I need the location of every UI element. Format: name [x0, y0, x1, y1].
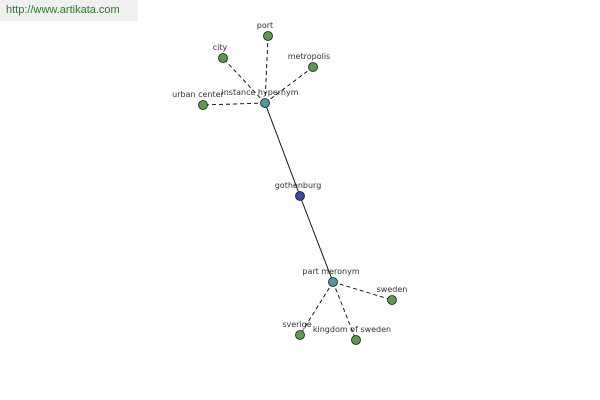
node-port[interactable] — [263, 31, 273, 41]
node-label-sverige: sverige — [282, 320, 311, 329]
edge-gothenburg-part-meronym — [299, 195, 334, 283]
node-label-port: port — [257, 21, 273, 30]
node-metropolis[interactable] — [308, 62, 318, 72]
node-label-sweden: sweden — [377, 285, 408, 294]
edge-part-meronym-sweden — [332, 281, 393, 301]
edge-part-meronym-kingdom-of-sweden — [332, 281, 357, 341]
node-part-meronym[interactable] — [328, 277, 338, 287]
node-city[interactable] — [218, 53, 228, 63]
node-urban-center[interactable] — [198, 100, 208, 110]
node-label-gothenburg: gothenburg — [275, 181, 322, 190]
node-sverige[interactable] — [295, 330, 305, 340]
node-sweden[interactable] — [387, 295, 397, 305]
node-label-kingdom-of-sweden: kingdom of sweden — [313, 325, 391, 334]
labels-layer: city port metropolis urban center sweden sver… — [172, 21, 407, 334]
node-label-urban-center: urban center — [172, 90, 224, 99]
edge-instance-hypernym-city — [222, 57, 266, 104]
nodes-layer — [198, 31, 397, 345]
edges-layer — [202, 35, 393, 341]
watermark-url[interactable]: http://www.artikata.com — [0, 0, 138, 21]
edge-instance-hypernym-metropolis — [264, 66, 314, 104]
edge-part-meronym-sverige — [299, 281, 334, 336]
node-label-instance-hypernym: instance hypernym — [222, 88, 299, 97]
node-label-part-meronym: part meronym — [302, 267, 359, 276]
node-kingdom-of-sweden[interactable] — [351, 335, 361, 345]
node-label-metropolis: metropolis — [288, 52, 330, 61]
node-label-city: city — [213, 43, 228, 52]
edge-instance-hypernym-urban-center — [202, 102, 266, 106]
node-gothenburg[interactable] — [295, 191, 305, 201]
edge-gothenburg-instance-hypernym — [264, 102, 301, 197]
node-instance-hypernym[interactable] — [260, 98, 270, 108]
